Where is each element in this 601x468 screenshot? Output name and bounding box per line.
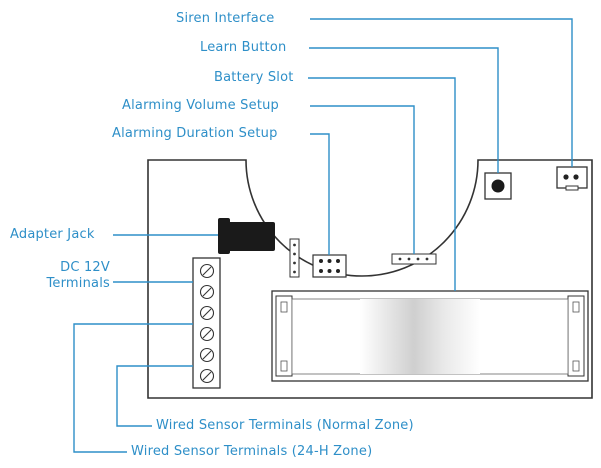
leader-24h-zone (73, 323, 193, 453)
leader-siren-interface (310, 18, 573, 167)
label-siren-interface: Siren Interface (176, 11, 275, 26)
leader-lines (73, 18, 573, 453)
terminal-block (192, 257, 221, 389)
label-alarming-duration-setup: Alarming Duration Setup (112, 126, 278, 141)
battery-slot-part (271, 290, 589, 382)
label-battery-slot: Battery Slot (214, 70, 294, 85)
leader-learn-button (309, 47, 499, 173)
small-pin-header (289, 238, 300, 278)
label-learn-button: Learn Button (200, 40, 287, 55)
duration-jumper (312, 254, 347, 278)
label-wired-normal-zone: Wired Sensor Terminals (Normal Zone) (156, 418, 414, 433)
leader-battery-slot (308, 77, 456, 291)
label-dc-12v-terminals: Terminals (46, 276, 110, 291)
adapter-jack-part (218, 218, 275, 254)
volume-connector (391, 253, 437, 265)
label-wired-24h-zone: Wired Sensor Terminals (24-H Zone) (131, 444, 373, 459)
learn-button-part (484, 172, 512, 200)
label-dc-12v: DC 12V (60, 260, 110, 275)
leader-normal-zone (116, 365, 193, 427)
leader-duration-setup (310, 133, 330, 255)
label-adapter-jack: Adapter Jack (10, 227, 95, 242)
leader-volume-setup (310, 105, 415, 254)
label-alarming-volume-setup: Alarming Volume Setup (122, 98, 280, 113)
siren-interface-connector (556, 166, 588, 191)
